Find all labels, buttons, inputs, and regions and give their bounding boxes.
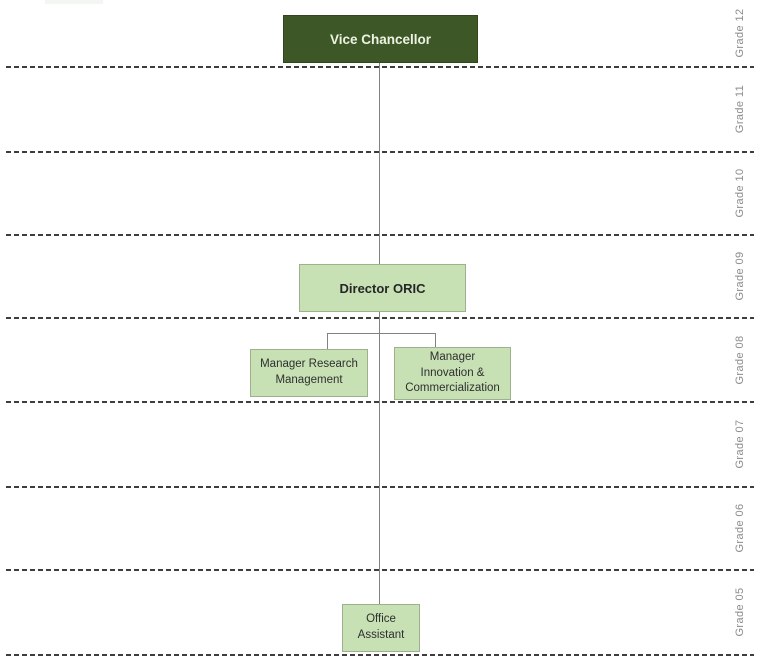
org-node-director-oric: Director ORIC — [299, 264, 466, 312]
grade-label-12: Grade 12 — [734, 8, 746, 58]
connector-drop-manager-innovation — [435, 333, 436, 349]
connector-drop-manager-research — [327, 333, 328, 349]
grade-divider — [6, 317, 754, 319]
org-node-vice-chancellor: Vice Chancellor — [283, 15, 478, 63]
grade-divider — [6, 234, 754, 236]
grade-label-06: Grade 06 — [734, 503, 746, 553]
connector-managers-crossbar — [327, 333, 436, 334]
org-node-manager-innovation-commercialization: Manager Innovation & Commercialization — [394, 347, 511, 400]
grade-divider — [6, 486, 754, 488]
grade-label-05: Grade 05 — [734, 587, 746, 637]
org-node-manager-research-management: Manager Research Management — [250, 349, 368, 397]
grade-divider — [6, 569, 754, 571]
grade-label-07: Grade 07 — [734, 419, 746, 469]
grade-label-11: Grade 11 — [734, 84, 746, 134]
grade-divider — [6, 66, 754, 68]
connector-director-to-office-assistant — [379, 312, 380, 604]
grade-label-09: Grade 09 — [734, 251, 746, 301]
grade-label-10: Grade 10 — [734, 168, 746, 218]
org-node-label: Manager Innovation & Commercialization — [405, 351, 500, 395]
org-node-label: Director ORIC — [339, 280, 426, 296]
org-node-office-assistant: Office Assistant — [342, 604, 420, 652]
connector-vc-to-director — [379, 63, 380, 264]
grade-divider — [6, 654, 754, 656]
org-node-label: Vice Chancellor — [329, 31, 432, 47]
org-node-label: Office Assistant — [357, 613, 405, 641]
grade-label-08: Grade 08 — [734, 335, 746, 385]
scan-artifact — [45, 0, 103, 4]
org-node-label: Manager Research Management — [260, 358, 358, 386]
grade-divider — [6, 151, 754, 153]
grade-divider — [6, 401, 754, 403]
